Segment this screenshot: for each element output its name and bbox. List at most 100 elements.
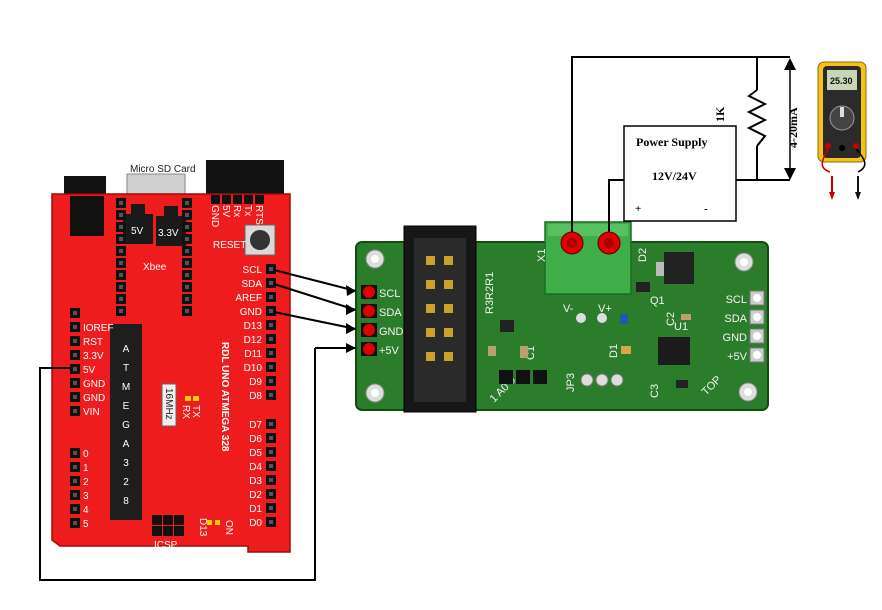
- power-supply-voltage: 12V/24V: [652, 169, 697, 183]
- header-lower-right: [266, 419, 276, 527]
- chip-letter-3: E: [123, 401, 130, 412]
- c3-label: C3: [649, 384, 661, 398]
- idc-pin-1-0: [426, 280, 435, 289]
- ic-u1: [658, 337, 690, 365]
- multimeter-display: [827, 70, 857, 90]
- icsp-pin-0-0: [152, 515, 162, 525]
- icsp-header: [152, 515, 184, 536]
- serial-pin-4: [255, 195, 264, 204]
- lower-label-0: D7: [249, 420, 262, 431]
- serial-label-1: 5V: [220, 205, 231, 218]
- module-pin-marker-2: [363, 324, 375, 336]
- regulator-q: [664, 252, 694, 284]
- upper-label-9: D8: [249, 391, 262, 402]
- power-label-2: 3.3V: [83, 351, 104, 362]
- crystal: [161, 383, 177, 427]
- power-label-6: VIN: [83, 407, 100, 418]
- idc-pins: [426, 256, 453, 361]
- icsp-pin-0-1: [163, 515, 173, 525]
- wire-loop-top: [571, 56, 790, 232]
- right-pad-label-1: SDA: [724, 313, 747, 325]
- upper-label-4: D13: [244, 321, 263, 332]
- serial-header: [211, 195, 264, 204]
- chip-letter-8: 8: [123, 496, 129, 507]
- icsp-label: ICSP: [154, 540, 178, 551]
- xbee-label: Xbee: [143, 262, 167, 273]
- transistor-q1: [636, 282, 650, 292]
- microsd-label: Micro SD Card: [130, 164, 196, 175]
- lower-label-1: D6: [249, 434, 262, 445]
- idc-pin-0-1: [444, 256, 453, 265]
- regulator-33v-label: 3.3V: [158, 228, 179, 239]
- idc-pin-4-1: [444, 352, 453, 361]
- serial-pin-3: [244, 195, 253, 204]
- module-i2c-header: [361, 285, 377, 356]
- power-label-1: RST: [83, 337, 103, 348]
- multimeter: 25.30: [817, 61, 867, 200]
- multimeter-dial[interactable]: [829, 105, 855, 131]
- wire-5v: [39, 348, 316, 581]
- analog-label-4: 4: [83, 505, 89, 516]
- dc-jack: [70, 196, 104, 236]
- chip-letter-7: 2: [123, 477, 129, 488]
- lower-label-3: D4: [249, 462, 262, 473]
- current-label: 4-20mA: [786, 107, 800, 148]
- d1-label: D1: [608, 344, 620, 358]
- jp3-label: JP3: [565, 373, 577, 392]
- power-supply-box: [623, 125, 737, 222]
- u1-label: U1: [674, 321, 688, 333]
- analog-header: [70, 448, 80, 528]
- chip-letter-5: A: [123, 439, 130, 450]
- atmega-chip: [110, 324, 142, 520]
- wire-sda: [273, 283, 357, 311]
- serial-label-4: RTS: [253, 205, 264, 225]
- chip-letter-4: G: [122, 420, 130, 431]
- wires: [39, 56, 790, 581]
- lower-label-6: D1: [249, 504, 262, 515]
- power-label-4: GND: [83, 379, 105, 390]
- xbee-header-right: [182, 198, 192, 316]
- lower-label-7: D0: [249, 518, 262, 529]
- serial-pin-0: [211, 195, 220, 204]
- idc-pin-3-1: [444, 328, 453, 337]
- chip-letter-2: M: [122, 382, 130, 393]
- q1-label: Q1: [650, 295, 665, 307]
- power-label-3: 5V: [83, 365, 96, 376]
- lower-label-4: D3: [249, 476, 262, 487]
- chip-letter-0: A: [123, 344, 130, 355]
- module-header-label-0: SCL: [379, 288, 400, 300]
- regulator-5v: [123, 214, 153, 244]
- right-pad-label-3: +5V: [727, 351, 748, 363]
- upper-label-6: D11: [244, 349, 262, 360]
- jp3-pads: [580, 373, 624, 387]
- jp3-pad-0: [580, 373, 594, 387]
- upper-label-1: SDA: [241, 279, 262, 290]
- idc-pin-4-0: [426, 352, 435, 361]
- jumper-header: [499, 370, 547, 384]
- reset-button-cap[interactable]: [250, 230, 270, 250]
- upper-label-3: GND: [240, 307, 262, 318]
- right-pad-label-0: SCL: [726, 294, 747, 306]
- upper-label-2: AREF: [235, 293, 262, 304]
- regulator-33v: [156, 216, 186, 246]
- jp3-pad-2: [610, 373, 624, 387]
- serial-label-3: Tx: [242, 205, 253, 216]
- idc-pin-2-0: [426, 304, 435, 313]
- analog-label-1: 1: [83, 463, 89, 474]
- tx-label: TX: [190, 405, 201, 418]
- serial-label-2: Rx: [231, 205, 242, 217]
- power-header: [70, 308, 80, 416]
- module-header-label-3: +5V: [379, 345, 400, 357]
- regulator-5v-label: 5V: [131, 226, 144, 237]
- resistor-1k: [746, 89, 768, 147]
- analog-label-5: 5: [83, 519, 89, 530]
- diode-d1: [621, 346, 631, 354]
- module-right-pads: [749, 290, 765, 363]
- chip-letter-1: T: [123, 363, 129, 374]
- chip-letter-6: 3: [123, 458, 129, 469]
- wire-ps-plus: [608, 179, 624, 232]
